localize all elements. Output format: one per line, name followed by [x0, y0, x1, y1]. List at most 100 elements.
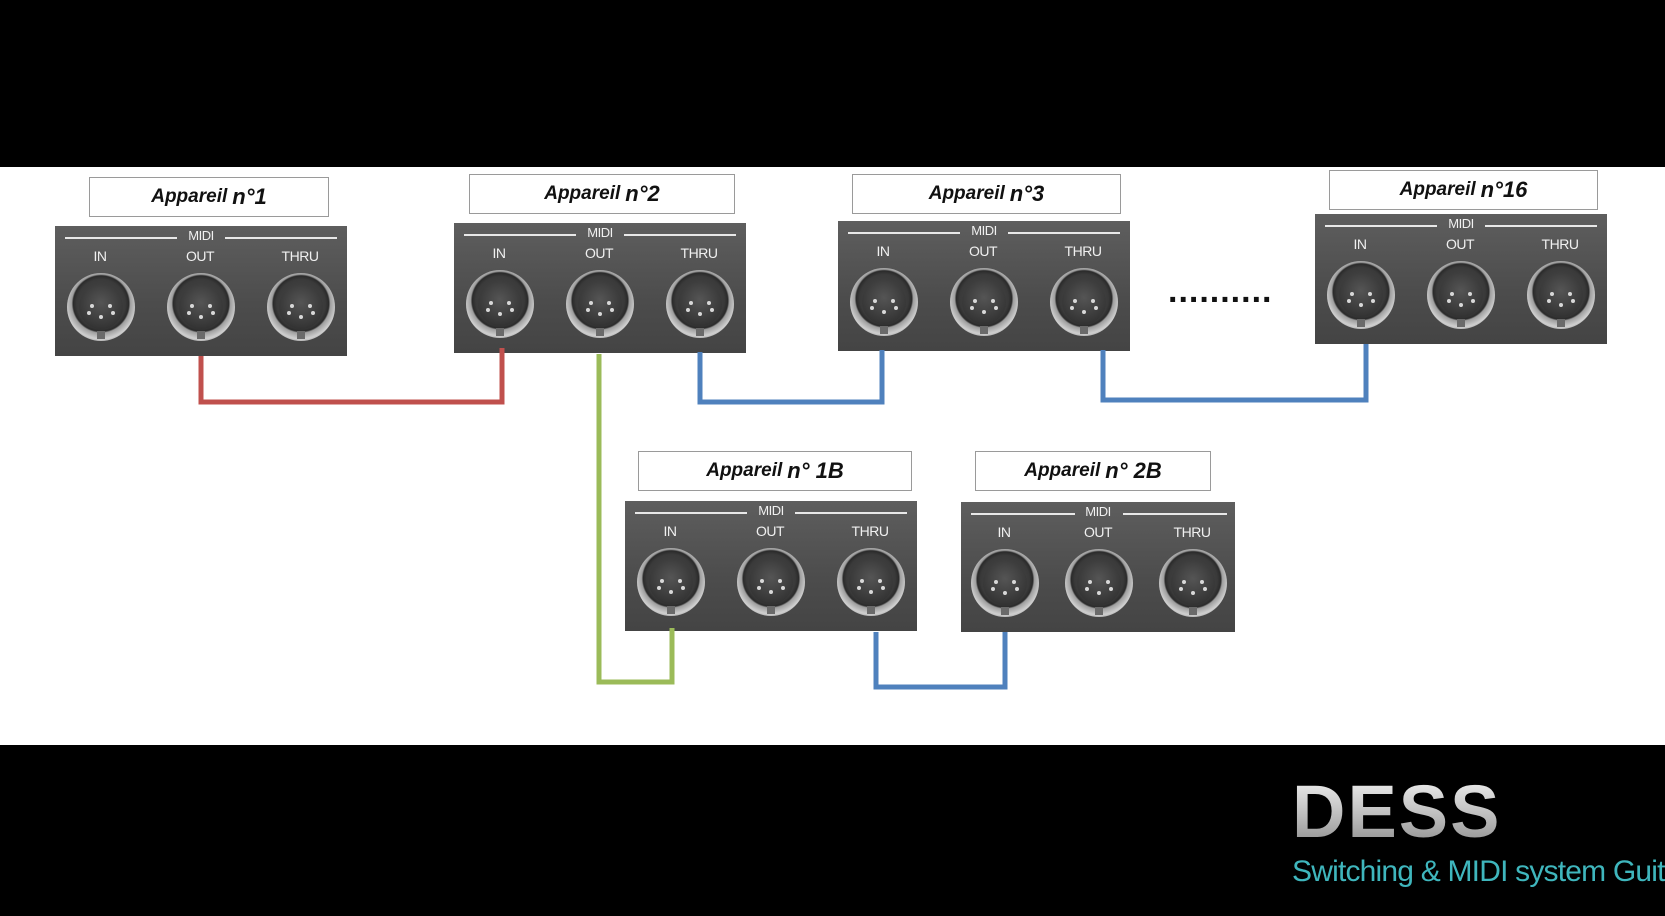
midi-thru-port[interactable] — [267, 273, 335, 341]
out-label: OUT — [1083, 524, 1113, 540]
socket-pin — [607, 301, 611, 305]
in-label: IN — [876, 243, 891, 259]
socket-pin — [669, 590, 673, 594]
midi-thru-port[interactable] — [837, 548, 905, 616]
midi-out-port[interactable] — [737, 548, 805, 616]
midi-label: MIDI — [1448, 216, 1474, 231]
midi-in-port[interactable] — [637, 548, 705, 616]
port-notch — [667, 606, 675, 614]
socket-pin — [1179, 587, 1183, 591]
port-notch — [1457, 319, 1465, 327]
midi-thru-port[interactable] — [1159, 549, 1227, 617]
midi-panel-2: MIDI IN OUT THRU — [454, 223, 746, 353]
socket-pin — [991, 587, 995, 591]
socket-pin — [991, 299, 995, 303]
midi-in-port[interactable] — [850, 268, 918, 336]
thru-label: THRU — [1064, 243, 1102, 259]
socket-pin — [108, 304, 112, 308]
midi-thru-port[interactable] — [1050, 268, 1118, 336]
socket-pin — [973, 299, 977, 303]
midi-label: MIDI — [971, 223, 997, 238]
midi-label: MIDI — [758, 503, 784, 518]
socket-pin — [860, 579, 864, 583]
midi-panel-2b: MIDI IN OUT THRU — [961, 502, 1235, 632]
din-socket-icon — [678, 282, 722, 326]
socket-pin — [873, 299, 877, 303]
midi-out-port[interactable] — [1427, 261, 1495, 329]
cable-thru3-to-in16 — [1100, 344, 1369, 403]
socket-pin — [1450, 292, 1454, 296]
socket-pin — [187, 311, 191, 315]
midi-out-port[interactable] — [566, 270, 634, 338]
device-label-number: n° 1B — [787, 458, 844, 483]
logo-tagline: Switching & MIDI system Guitar — [1292, 855, 1665, 888]
socket-pin — [686, 308, 690, 312]
din-socket-icon — [279, 285, 323, 329]
socket-pin — [1447, 299, 1451, 303]
cable-out1-to-in2 — [198, 348, 505, 405]
socket-pin — [507, 301, 511, 305]
din-socket-icon — [1339, 273, 1383, 317]
midi-in-port[interactable] — [466, 270, 534, 338]
device-label-prefix: Appareil — [928, 183, 1005, 204]
midi-panel-1b: MIDI IN OUT THRU — [625, 501, 917, 631]
midi-label: MIDI — [188, 228, 214, 243]
midi-out-port[interactable] — [950, 268, 1018, 336]
din-socket-icon — [962, 280, 1006, 324]
in-label: IN — [1353, 236, 1368, 252]
socket-pin — [660, 579, 664, 583]
socket-pin — [970, 306, 974, 310]
panel-rule — [1325, 225, 1437, 227]
in-label: IN — [663, 523, 678, 539]
socket-pin — [1568, 292, 1572, 296]
socket-pin — [1082, 310, 1086, 314]
din-socket-icon — [749, 560, 793, 604]
socket-pin — [287, 311, 291, 315]
out-label: OUT — [1445, 236, 1475, 252]
socket-pin — [510, 308, 514, 312]
port-notch — [97, 331, 105, 339]
socket-pin — [657, 586, 661, 590]
panel-rule — [1008, 232, 1120, 234]
midi-thru-port[interactable] — [666, 270, 734, 338]
panel-rule — [795, 512, 907, 514]
device-label-number: n° 2B — [1105, 458, 1162, 483]
cable-thru2-to-in3 — [697, 350, 885, 405]
midi-in-port[interactable] — [1327, 261, 1395, 329]
midi-thru-port[interactable] — [1527, 261, 1595, 329]
din-socket-icon — [79, 285, 123, 329]
socket-pin — [1106, 580, 1110, 584]
device-label-number: n°1 — [232, 184, 267, 209]
socket-pin — [689, 301, 693, 305]
socket-pin — [681, 586, 685, 590]
socket-pin — [299, 315, 303, 319]
socket-pin — [99, 315, 103, 319]
socket-pin — [111, 311, 115, 315]
socket-pin — [1547, 299, 1551, 303]
socket-pin — [869, 590, 873, 594]
din-socket-icon — [1171, 561, 1215, 605]
device-label-prefix: Appareil — [544, 183, 621, 204]
socket-pin — [1200, 580, 1204, 584]
midi-out-port[interactable] — [1065, 549, 1133, 617]
socket-pin — [778, 579, 782, 583]
out-label: OUT — [185, 248, 215, 264]
port-notch — [197, 331, 205, 339]
midi-out-port[interactable] — [167, 273, 235, 341]
din-socket-icon — [649, 560, 693, 604]
device-label-prefix: Appareil — [151, 186, 228, 207]
panel-rule — [624, 234, 736, 236]
socket-pin — [1347, 299, 1351, 303]
socket-pin — [994, 580, 998, 584]
din-socket-icon — [1062, 280, 1106, 324]
midi-in-port[interactable] — [67, 273, 135, 341]
midi-in-port[interactable] — [971, 549, 1039, 617]
socket-pin — [760, 579, 764, 583]
device-label-prefix: Appareil — [706, 460, 783, 481]
socket-pin — [857, 586, 861, 590]
